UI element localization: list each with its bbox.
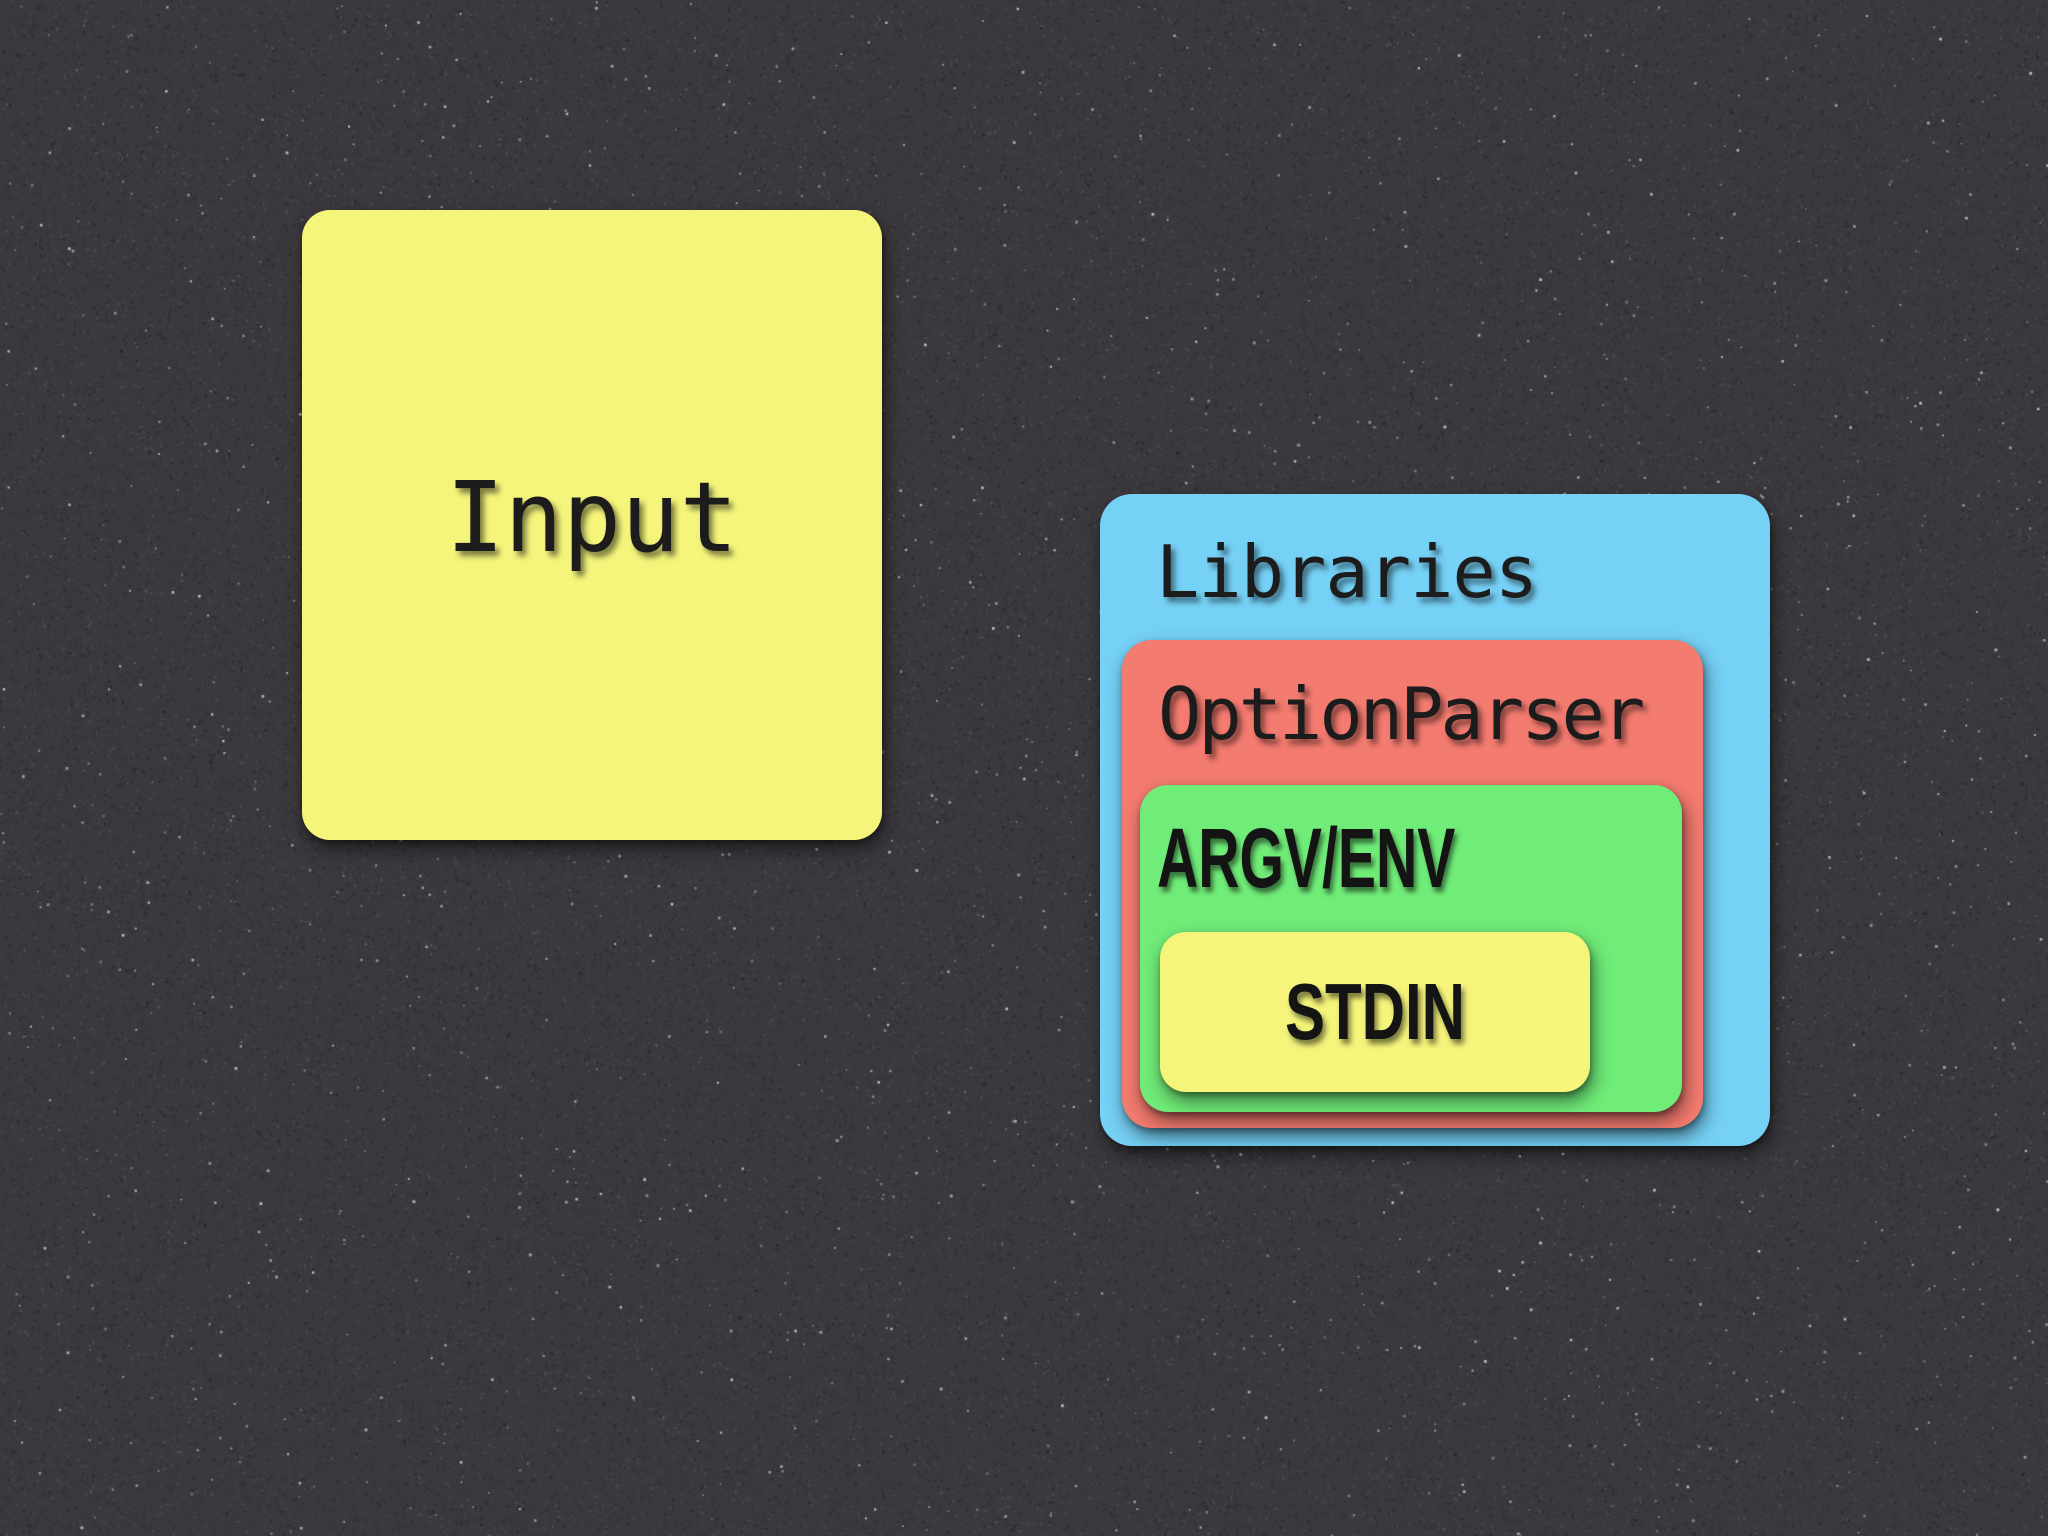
argv-env-box-label-row: ARGV/ENV: [1157, 816, 1596, 900]
option-parser-box: OptionParser ARGV/ENV STDIN: [1122, 640, 1703, 1128]
option-parser-box-label: OptionParser: [1158, 678, 1642, 750]
stdin-box-label: STDIN: [1285, 972, 1465, 1052]
libraries-box: Libraries OptionParser ARGV/ENV STDIN: [1100, 494, 1770, 1146]
argv-env-box: ARGV/ENV STDIN: [1140, 785, 1682, 1112]
input-box-label: Input: [446, 461, 738, 574]
libraries-box-label: Libraries: [1156, 536, 1537, 608]
input-box: Input: [302, 210, 882, 840]
stdin-box: STDIN: [1160, 932, 1590, 1092]
argv-env-box-label: ARGV/ENV: [1157, 816, 1455, 900]
